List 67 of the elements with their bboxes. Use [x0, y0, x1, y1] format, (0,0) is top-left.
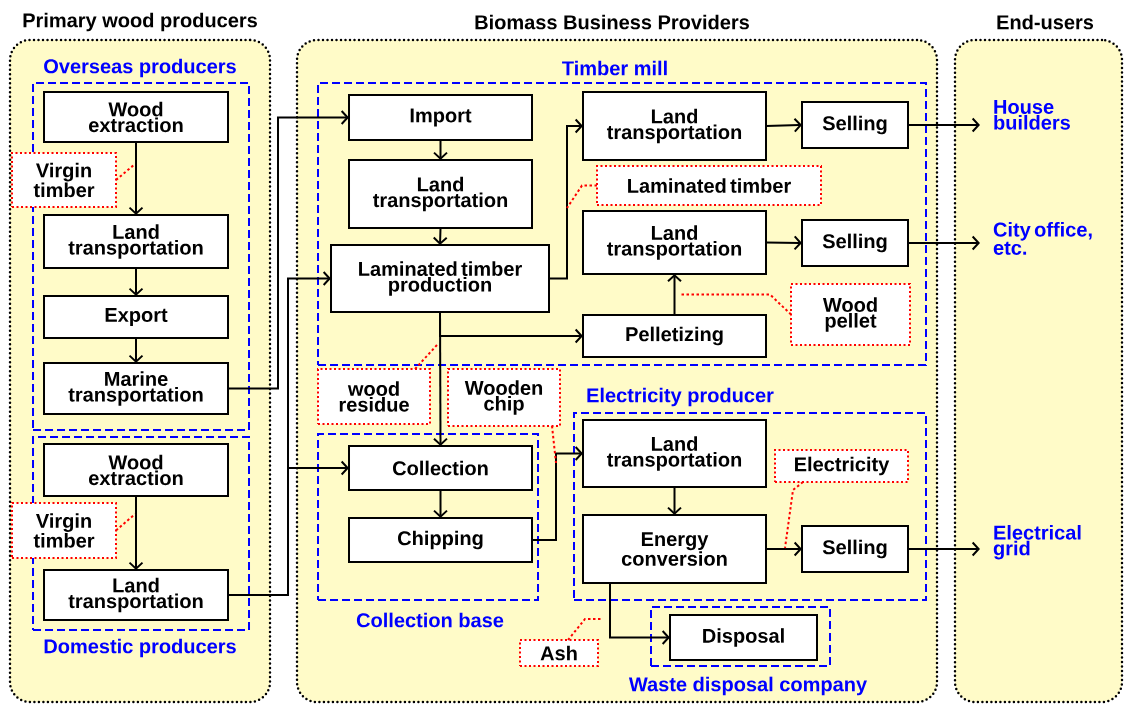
- callout-box: Electricity: [774, 449, 909, 483]
- process-box: Land transportation: [43, 569, 229, 621]
- callout-box: Ash: [519, 639, 599, 667]
- callout-box: Virgin timber: [11, 152, 117, 208]
- arrow: [128, 141, 144, 215]
- node-label: Primary wood producers: [23, 12, 257, 32]
- arrow: [531, 446, 583, 541]
- process-box: Energy conversion: [582, 514, 767, 584]
- arrow: [548, 118, 583, 280]
- arrow: [433, 489, 448, 518]
- arrow: [433, 139, 448, 160]
- arrow: [907, 541, 980, 557]
- process-box: Collection: [348, 445, 533, 491]
- arrow: [227, 110, 349, 390]
- process-box: Selling: [801, 101, 909, 149]
- process-box: Land transportation: [582, 210, 767, 275]
- leader-line: [414, 344, 438, 370]
- arrow: [765, 235, 802, 251]
- end-user-label: House builders: [994, 100, 1070, 130]
- arrow: [128, 495, 144, 570]
- node-label: Waste disposal company: [628, 676, 867, 696]
- end-user-label: Electrical grid: [993, 525, 1081, 560]
- process-box: Selling: [801, 525, 909, 573]
- node-label: Timber mill: [562, 60, 667, 76]
- process-box: Land transportation: [348, 159, 533, 229]
- node-label: Electricity producer: [587, 387, 774, 407]
- process-box: Chipping: [348, 517, 533, 563]
- arrow: [765, 117, 802, 133]
- node-label: Collection base: [356, 612, 504, 628]
- callout-box: Wooden chip: [447, 368, 561, 427]
- arrow: [907, 235, 980, 251]
- node-label: Biomass Business Providers: [475, 14, 749, 30]
- process-box: Marine transportation: [43, 362, 229, 415]
- arrow: [128, 337, 144, 363]
- process-box: Land transportation: [582, 91, 767, 161]
- callout-box: Laminated timber: [596, 165, 822, 206]
- arrow: [907, 117, 980, 133]
- arrow: [765, 541, 802, 557]
- process-box: Land transportation: [582, 419, 767, 488]
- process-box: Pelletizing: [582, 314, 767, 358]
- node-label: Domestic producers: [44, 638, 236, 658]
- arrow: [609, 582, 670, 645]
- leader-line: [551, 425, 557, 464]
- arrow: [667, 274, 682, 316]
- leader-line: [115, 513, 136, 532]
- leader-line: [784, 481, 804, 549]
- leader-line: [566, 184, 598, 209]
- arrow: [433, 311, 448, 446]
- callout-box: Virgin timber: [11, 502, 117, 559]
- arrow: [128, 267, 144, 296]
- node-label: Overseas producers: [44, 58, 236, 78]
- leader-line: [115, 163, 136, 181]
- arrow: [227, 460, 349, 596]
- end-user-label: City office, etc.: [993, 222, 1092, 255]
- callout-box: wood residue: [317, 368, 431, 425]
- process-box: Disposal: [669, 614, 818, 661]
- process-box: Land transportation: [43, 214, 229, 269]
- process-box: Wood extraction: [43, 443, 229, 497]
- process-box: Wood extraction: [43, 91, 229, 143]
- callout-box: Wood pellet: [790, 283, 911, 346]
- node-label: End-users: [997, 14, 1094, 30]
- arrow: [667, 486, 682, 515]
- process-box: Export: [43, 295, 229, 339]
- arrow: [432, 227, 448, 245]
- process-box: Import: [348, 94, 533, 141]
- process-box: Selling: [801, 219, 909, 267]
- process-box: Laminated timber production: [330, 244, 550, 313]
